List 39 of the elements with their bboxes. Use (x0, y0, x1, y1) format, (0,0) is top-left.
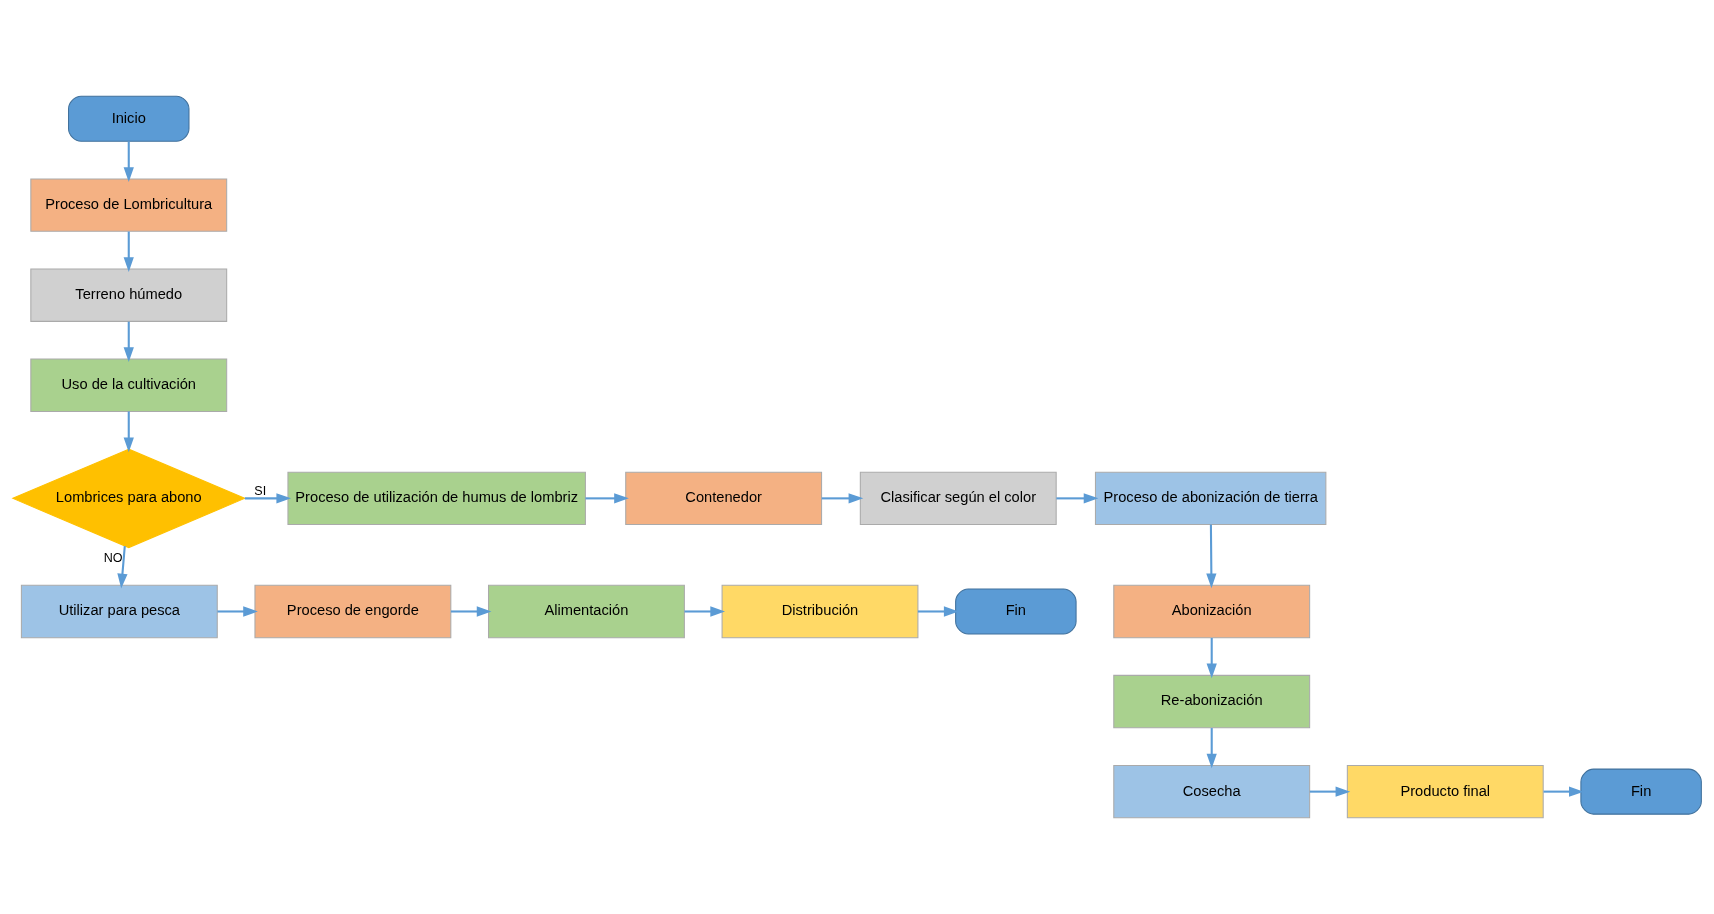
arrow (1206, 638, 1217, 679)
node-box: Proceso de Lombricultura (30, 178, 228, 232)
arrow (117, 546, 128, 589)
node-box: Uso de la cultivación (30, 358, 228, 412)
edge-label: SI (254, 483, 267, 498)
edge-label: NO (103, 550, 123, 565)
node-box: Re-abonización (1113, 674, 1311, 729)
node-box: Fin (1580, 768, 1702, 815)
node-box: Fin (955, 588, 1077, 635)
node-box: Contenedor (625, 471, 823, 526)
arrow (450, 606, 492, 617)
node-box: Utilizar para pesca (20, 584, 218, 639)
arrow (1056, 493, 1099, 504)
node-box: Inicio (68, 95, 190, 142)
node-box: Abonización (1113, 584, 1311, 639)
arrow (821, 493, 864, 504)
node-box: Alimentación (488, 584, 685, 639)
node-box: Proceso de utilización de humus de lombriz (287, 471, 586, 526)
arrow (1543, 786, 1584, 797)
node-box: Proceso de engorde (254, 584, 452, 639)
arrow (585, 493, 629, 504)
arrow (684, 606, 725, 617)
node-box: Clasificar según el color (859, 471, 1057, 526)
node-box: Terreno húmedo (30, 268, 228, 322)
node-box: Distribución (721, 584, 919, 639)
arrow (123, 321, 134, 362)
arrow (244, 493, 292, 504)
arrow (123, 231, 134, 272)
arrow (123, 411, 134, 453)
node-box: Proceso de abonización de tierra (1094, 471, 1327, 526)
node-box: Producto final (1346, 764, 1544, 819)
arrow (217, 606, 258, 617)
arrow (1309, 786, 1351, 797)
node-diamond: Lombrices para abono (11, 448, 247, 549)
arrow (123, 141, 134, 182)
arrow (1206, 728, 1217, 769)
arrow (1206, 524, 1217, 589)
arrow (917, 606, 959, 617)
node-box: Cosecha (1113, 764, 1311, 819)
